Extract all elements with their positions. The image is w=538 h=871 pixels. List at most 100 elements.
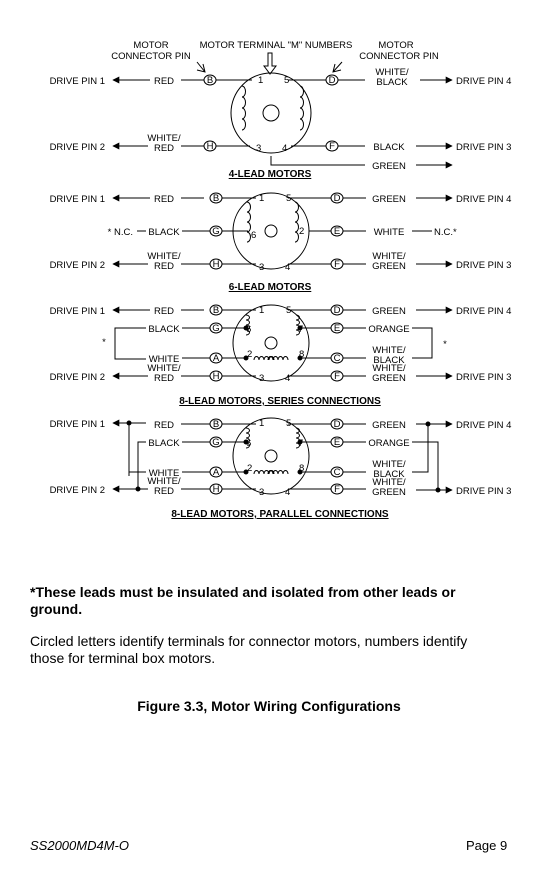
label: 6 — [251, 230, 256, 241]
label: 5 — [284, 75, 289, 86]
motor-rotor — [264, 449, 278, 463]
series-bracket-left — [114, 327, 146, 360]
wire-label-white: WHITE — [149, 354, 180, 365]
connector-pin-letter: B — [213, 193, 219, 204]
wire-label-white-black: WHITE/ — [372, 459, 406, 470]
wire-label-black: BLACK — [373, 142, 405, 153]
label: 2 — [247, 463, 252, 474]
winding-coil — [294, 201, 299, 243]
winding-coil — [267, 470, 289, 475]
wire-label-white-red: WHITE/ — [147, 363, 181, 374]
terminal-dot — [297, 325, 303, 331]
label: 3 — [259, 262, 264, 273]
connector-pin-letter: B — [213, 305, 219, 316]
wire-label-white-black: WHITE/ — [372, 345, 406, 356]
label: 4 — [282, 143, 287, 154]
connector-pin-letter: E — [334, 226, 340, 237]
pointer-arrow — [332, 61, 343, 73]
wire-label-green: GREEN — [372, 161, 406, 172]
wire-label-white-red: RED — [154, 486, 174, 497]
parallel-jumper-right — [412, 441, 439, 490]
wire-label-white-green: WHITE/ — [372, 251, 406, 262]
wire-label-white-green: WHITE/ — [372, 363, 406, 374]
terminal-dot — [297, 439, 303, 445]
terminal-dot — [297, 355, 303, 361]
label: 2 — [299, 226, 304, 237]
motor-8-lead-parallel — [232, 417, 310, 495]
drive-pin-2-label: DRIVE PIN 2 — [50, 372, 105, 383]
wire-label-white-green: GREEN — [372, 373, 406, 384]
connector-pin-letter: F — [334, 484, 340, 495]
label: 4 — [285, 373, 290, 384]
wire-label-white-green: WHITE/ — [372, 477, 406, 488]
drive-pin-1-label: DRIVE PIN 1 — [50, 306, 105, 317]
terminal-dot — [243, 325, 249, 331]
connector-pin-letter: B — [207, 75, 213, 86]
connector-pin-letter: D — [334, 305, 341, 316]
label: 8 — [299, 349, 304, 360]
motor-rotor — [264, 224, 278, 238]
wire-label-white: WHITE — [374, 227, 405, 238]
drive-pin-3-label: DRIVE PIN 3 — [456, 142, 511, 153]
connector-pin-letter: B — [213, 419, 219, 430]
label: 1 — [259, 193, 264, 204]
drive-pin-1-label: DRIVE PIN 1 — [50, 194, 105, 205]
header-motor-label: MOTOR — [378, 40, 413, 51]
connector-pin-letter: H — [213, 371, 220, 382]
wire-label-red: RED — [154, 306, 174, 317]
label: 8 — [299, 463, 304, 474]
drive-pin-1-label: DRIVE PIN 1 — [50, 76, 105, 87]
winding-coil — [253, 470, 275, 475]
pointer-arrow — [263, 52, 277, 75]
terminal-dot — [243, 469, 249, 475]
terminal-dot — [243, 355, 249, 361]
nc-label-left: * N.C. — [108, 227, 133, 238]
header-connector-pin-label: CONNECTOR PIN — [359, 51, 439, 62]
document-id: SS2000MD4M-O — [30, 838, 129, 853]
connector-pin-letter: E — [334, 323, 340, 334]
wire-label-white-black: WHITE/ — [375, 67, 409, 78]
connector-pin-letter: G — [212, 437, 219, 448]
label: 4 — [285, 262, 290, 273]
asterisk-left: * — [102, 337, 106, 348]
connector-pin-letter: C — [334, 467, 341, 478]
connector-pin-letter: A — [213, 353, 220, 364]
wire-label-red: RED — [154, 76, 174, 87]
terminal-dot — [243, 439, 249, 445]
wire-label-white-red: RED — [154, 261, 174, 272]
page-number: Page 9 — [466, 838, 508, 853]
winding-coil — [253, 356, 275, 361]
drive-pin-2-label: DRIVE PIN 2 — [50, 142, 105, 153]
connector-pin-letter: H — [207, 141, 214, 152]
drive-pin-3-label: DRIVE PIN 3 — [456, 260, 511, 271]
winding-coil — [295, 314, 300, 336]
wire-label-green: GREEN — [372, 194, 406, 205]
label: 1 — [258, 75, 263, 86]
connector-pin-letter: F — [334, 371, 340, 382]
connector-pin-letter: H — [213, 259, 220, 270]
motor-4-lead — [230, 72, 312, 154]
wire-label-orange: ORANGE — [368, 324, 409, 335]
drive-pin-2-label: DRIVE PIN 2 — [50, 485, 105, 496]
label: 6 — [246, 438, 251, 449]
header-connector-pin-label: CONNECTOR PIN — [111, 51, 191, 62]
wire-label-white-red: WHITE/ — [147, 476, 181, 487]
wire-label-red: RED — [154, 420, 174, 431]
drive-pin-3-label: DRIVE PIN 3 — [456, 486, 511, 497]
motor-rotor — [264, 336, 278, 350]
wire-label-green: GREEN — [372, 306, 406, 317]
connector-pin-letter: G — [212, 226, 219, 237]
connector-pin-letter: C — [334, 353, 341, 364]
wire-label-white-red: WHITE/ — [147, 133, 181, 144]
wire-label-red: RED — [154, 194, 174, 205]
series-bracket-right — [412, 327, 433, 359]
winding-coil — [245, 427, 250, 449]
drive-pin-4-label: DRIVE PIN 4 — [456, 420, 511, 431]
winding-coil — [246, 201, 251, 243]
wire-label-white: WHITE — [149, 468, 180, 479]
pointer-arrow — [196, 61, 206, 73]
winding-coil — [295, 427, 300, 449]
label: 1 — [259, 418, 264, 429]
winding-coil — [299, 85, 304, 131]
